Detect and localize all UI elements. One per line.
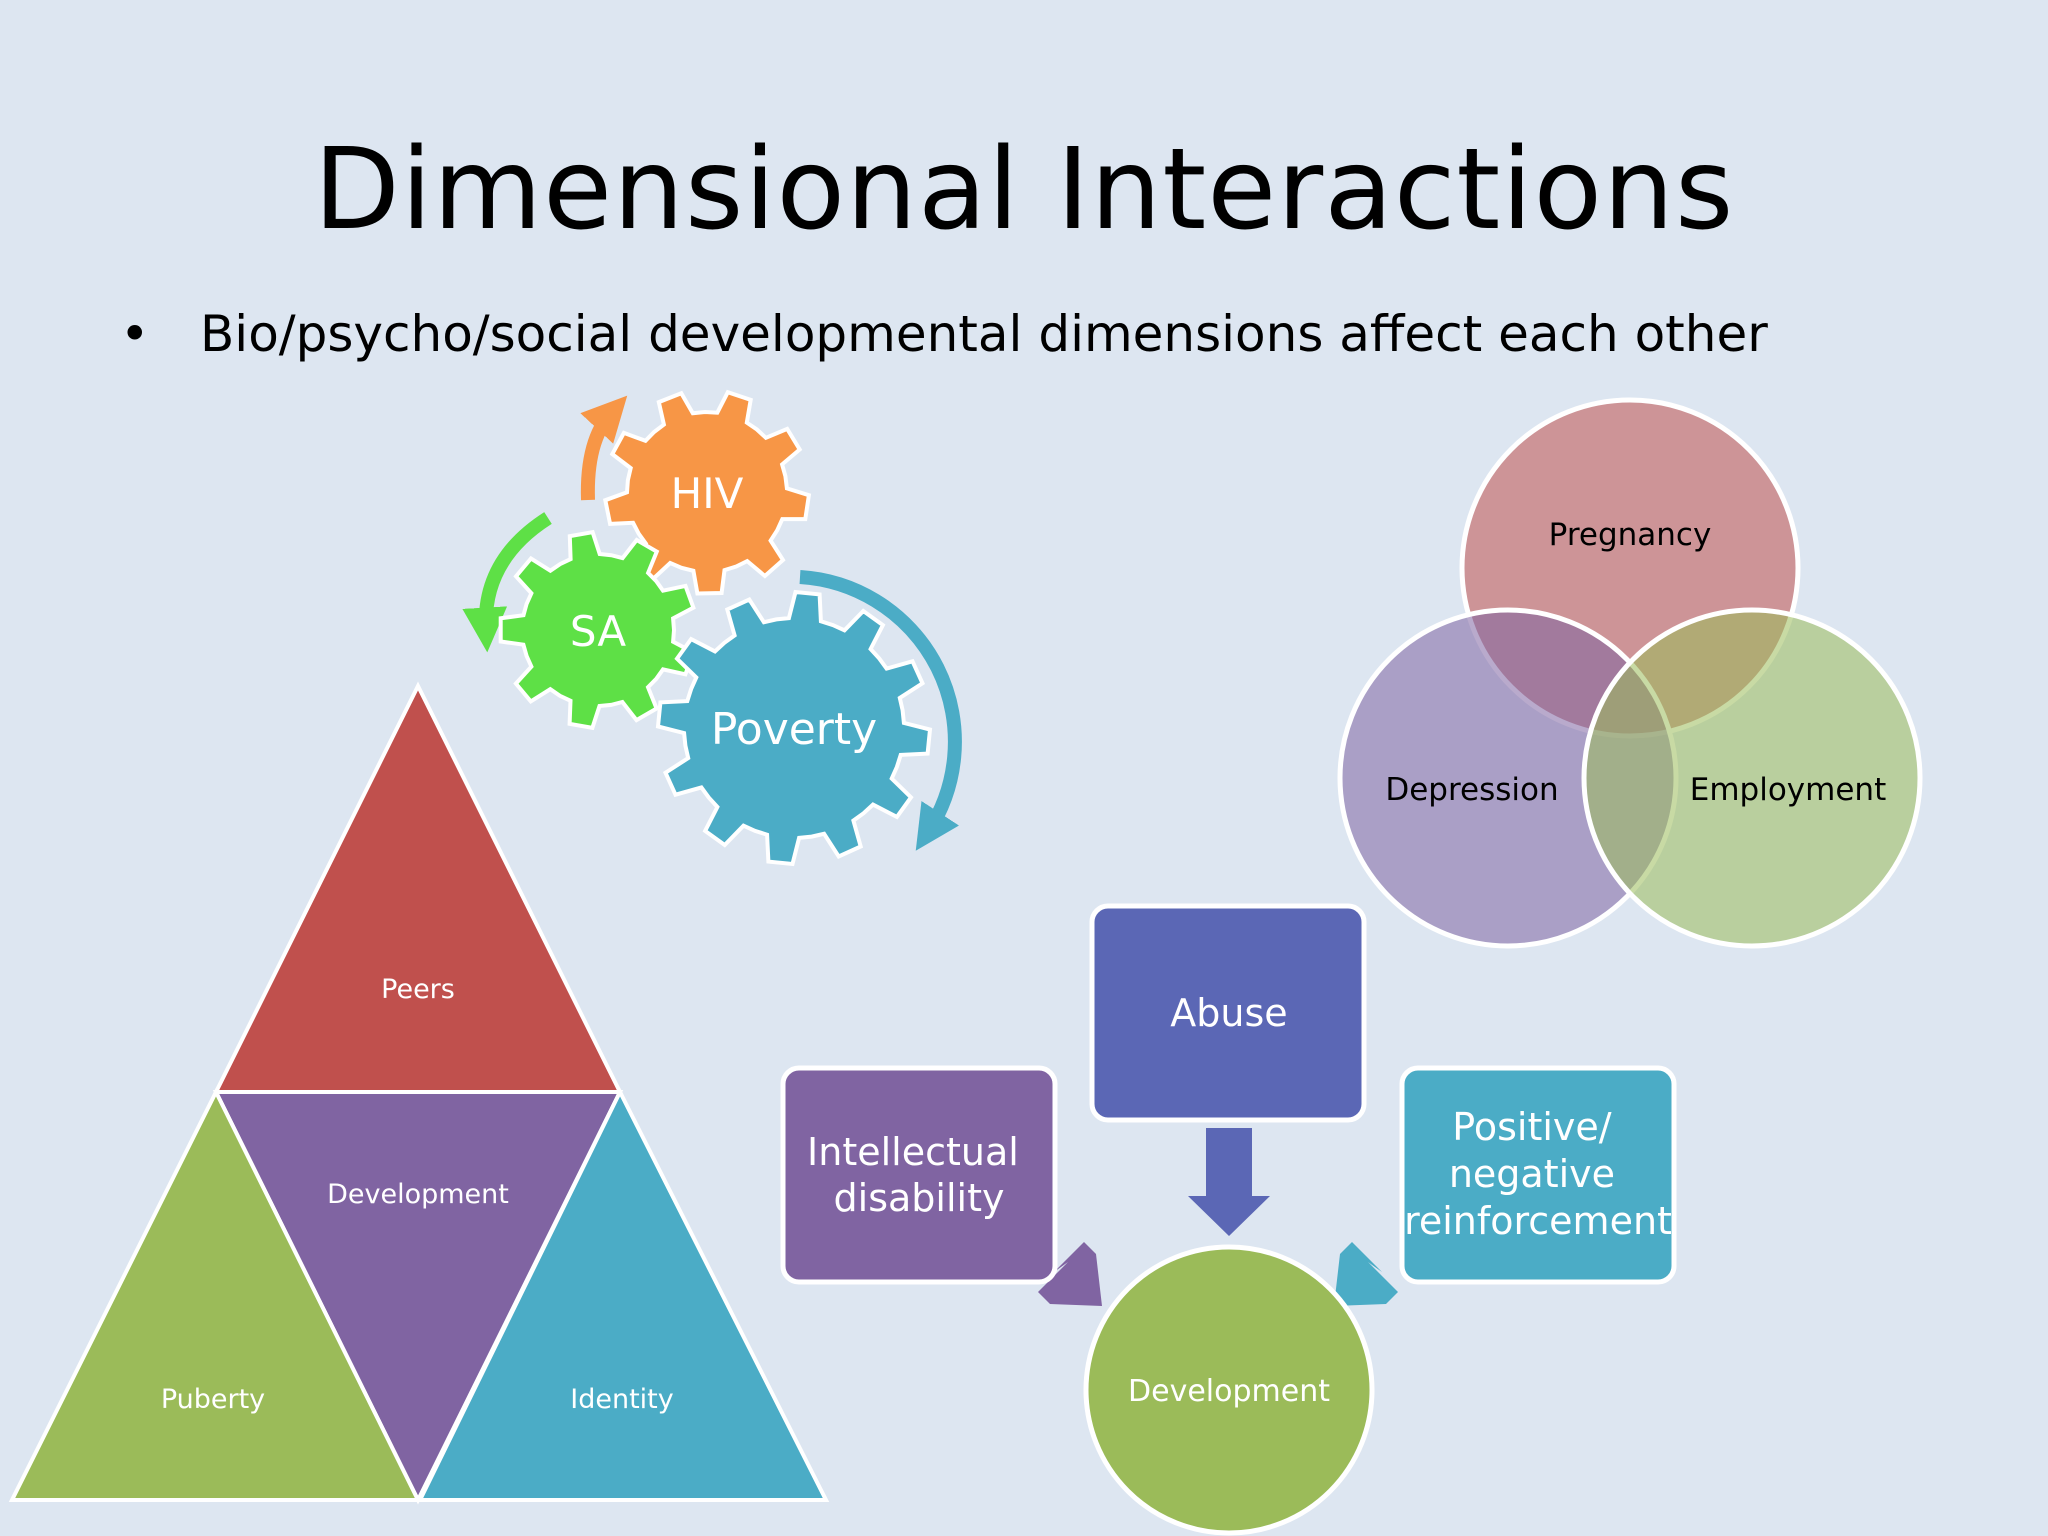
pyramid-label: Puberty — [161, 1384, 265, 1415]
pyramid-label: Peers — [381, 974, 455, 1005]
input-box — [1399, 1065, 1677, 1285]
input-box — [1089, 903, 1367, 1123]
pyramid-section — [212, 681, 624, 1094]
gear-label: Poverty — [711, 704, 877, 755]
gear-shape — [498, 529, 696, 731]
cycle-arrow-blue — [799, 570, 962, 851]
converge-arrow-diagonal — [1334, 1242, 1398, 1306]
input-label: Abuse — [1170, 991, 1287, 1035]
input-label-line: disability — [834, 1176, 1005, 1220]
input-label: Positive/ negative reinforcement — [1404, 1105, 1672, 1243]
pyramid-label: Identity — [570, 1384, 673, 1415]
pyramid-diagram: Peers Development Puberty Identity — [8, 681, 830, 1505]
bullet-marker: • — [120, 305, 150, 363]
gear-shape — [602, 389, 812, 596]
venn-diagram: Pregnancy Depression Employment — [1337, 397, 1923, 949]
cycle-arrow-green — [462, 512, 552, 653]
input-label-line: Abuse — [1170, 991, 1287, 1035]
center-label: Development — [1128, 1374, 1330, 1409]
venn-label: Employment — [1690, 772, 1886, 808]
venn-circle — [1581, 607, 1923, 949]
input-box — [780, 1065, 1058, 1285]
gear-cycle: HIV SA Poverty — [462, 389, 962, 867]
pyramid-section — [8, 1087, 422, 1502]
gear-label: SA — [570, 607, 626, 656]
input-label: Intellectual disability — [807, 1130, 1031, 1220]
pyramid-section — [416, 1087, 830, 1502]
input-label-line: Intellectual — [807, 1130, 1019, 1174]
converging-diagram: Development Abuse Intellectual disabilit… — [780, 903, 1677, 1536]
bullet-text: Bio/psycho/social developmental dimensio… — [200, 305, 1768, 363]
converge-arrow-diagonal — [1038, 1242, 1102, 1306]
gear-label: HIV — [671, 469, 744, 518]
cycle-arrow-orange — [580, 395, 628, 501]
input-label-line: negative — [1449, 1152, 1615, 1196]
converge-arrow-down — [1188, 1128, 1270, 1236]
venn-label: Pregnancy — [1549, 517, 1712, 553]
input-label-line: reinforcement — [1404, 1199, 1672, 1243]
center-circle — [1083, 1244, 1375, 1536]
gear-shape — [655, 589, 933, 867]
venn-label: Depression — [1385, 772, 1558, 808]
input-label-line: Positive/ — [1452, 1105, 1611, 1149]
pyramid-label: Development — [327, 1179, 509, 1210]
slide-title: Dimensional Interactions — [313, 125, 1735, 255]
